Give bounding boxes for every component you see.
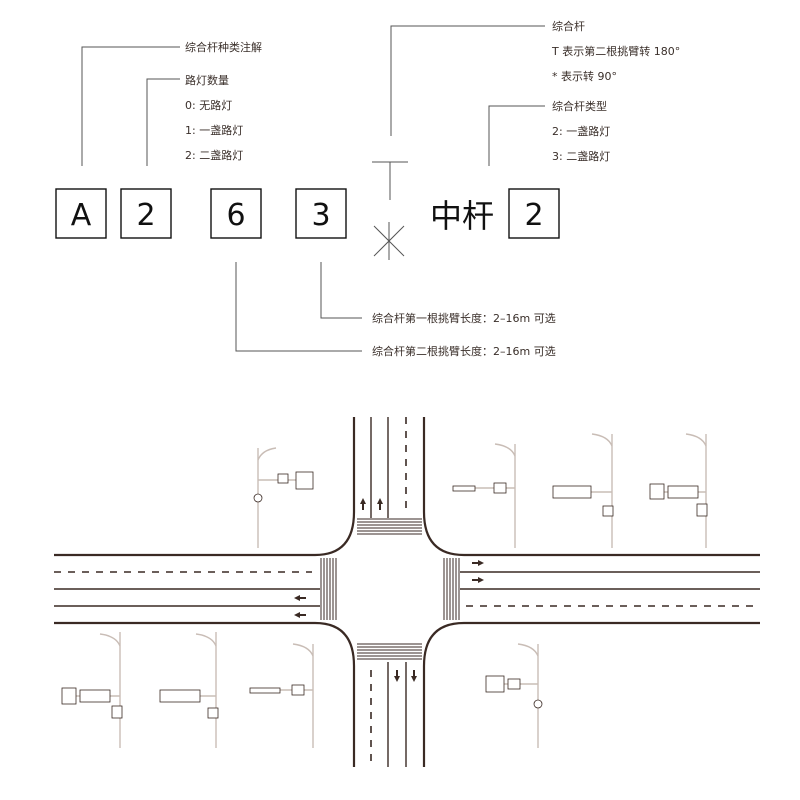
north-road [352, 417, 426, 535]
code-arm1-length: 3 [311, 198, 330, 233]
t-rotation-symbol [372, 161, 408, 200]
pole-t-note: T 表示第二根挑臂转 180° [551, 44, 680, 58]
leader-arm2-length [235, 262, 362, 352]
pole-top-3 [552, 433, 614, 548]
code-box-arm1-length: 3 [295, 188, 347, 239]
south-lane-arrows [394, 670, 417, 682]
code-box-pole-type: 2 [508, 188, 560, 239]
code-pole-type: 2 [524, 198, 543, 233]
light-count-title: 路灯数量 [185, 74, 229, 87]
pole-type-note: 综合杆种类注解 [185, 40, 262, 54]
pole-top-2 [452, 443, 516, 548]
intersection-corners [314, 511, 465, 667]
light-count-0: 0: 无路灯 [185, 99, 232, 112]
pole-type-2: 2: 一盏路灯 [552, 124, 610, 138]
pole-bottom-1 [61, 632, 123, 748]
east-lane-arrows [472, 560, 484, 583]
west-lane-arrows [294, 595, 306, 618]
pole-top-1 [253, 447, 314, 548]
code-pole-name: 中杆 [430, 197, 494, 235]
north-lane-arrows [360, 498, 383, 510]
north-crosswalk [357, 518, 422, 535]
arm2-length-note: 综合杆第二根挑臂长度：2–16m 可选 [372, 344, 556, 358]
code-legend: A 2 6 3 中杆 2 综合杆种类注解 路灯数量 0: 无路灯 1: 一盏路灯… [55, 19, 680, 358]
code-light-count: 2 [136, 198, 155, 233]
pole-bottom-3 [249, 643, 314, 748]
arm1-length-note: 综合杆第一根挑臂长度：2–16m 可选 [372, 311, 556, 325]
pole-type-title: 综合杆类型 [552, 99, 607, 113]
code-letter: A [71, 198, 92, 233]
code-arm2-length: 6 [226, 198, 245, 233]
code-box-arm2-length: 6 [210, 188, 262, 239]
pole-title: 综合杆 [552, 19, 585, 33]
west-road [54, 553, 337, 625]
pole-bottom-2 [159, 632, 219, 748]
pole-top-4 [649, 433, 708, 548]
leader-pole-type [488, 105, 545, 166]
star-rotation-symbol [373, 222, 405, 260]
pole-star-note: * 表示转 90° [552, 69, 617, 83]
leader-arm1-length [320, 262, 362, 319]
code-box-light-count: 2 [120, 188, 172, 239]
west-crosswalk [320, 558, 337, 620]
light-count-2: 2: 二盏路灯 [185, 148, 243, 162]
south-crosswalk [357, 643, 422, 660]
intersection-plan [54, 417, 760, 767]
east-road [443, 553, 760, 625]
leader-pole-type-note [81, 46, 180, 166]
south-road [352, 643, 426, 767]
leader-light-count [146, 78, 180, 166]
pole-bottom-4 [485, 643, 543, 748]
pole-type-3: 3: 二盏路灯 [552, 149, 610, 163]
light-count-1: 1: 一盏路灯 [185, 123, 243, 137]
east-crosswalk [443, 558, 460, 620]
code-box-letter: A [55, 188, 107, 239]
leader-pole [390, 25, 545, 136]
